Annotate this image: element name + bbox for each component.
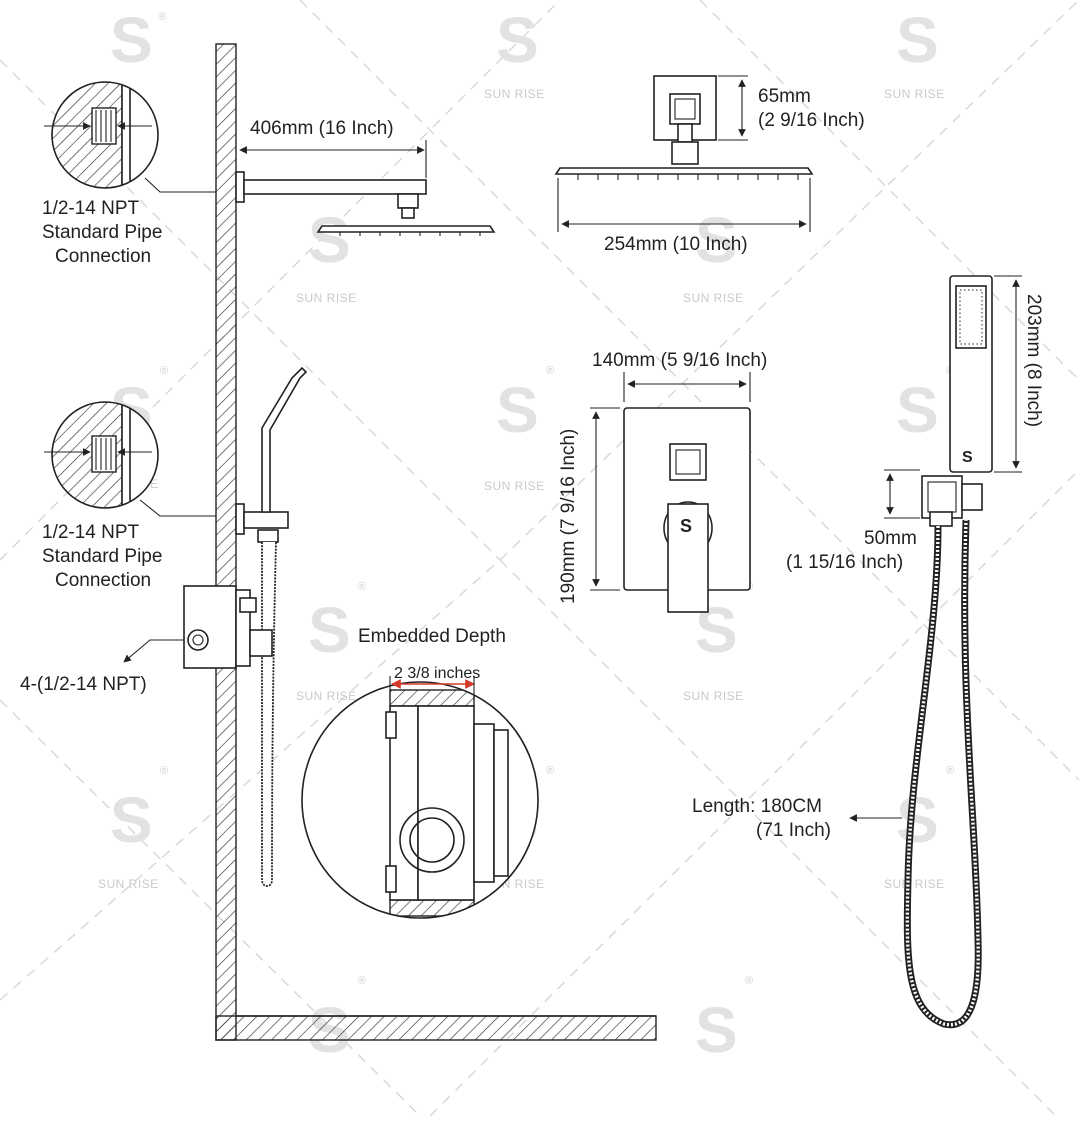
svg-text:SUN RISE: SUN RISE — [296, 689, 357, 703]
svg-text:SUN RISE: SUN RISE — [884, 87, 945, 101]
svg-text:SUN RISE: SUN RISE — [98, 877, 159, 891]
pipe-label-top-2: Standard Pipe — [42, 222, 162, 243]
hose-length-label-1: Length: 180CM — [692, 796, 822, 817]
valve-outlets-label: 4-(1/2-14 NPT) — [20, 674, 147, 695]
wall-handheld-and-valve: 4-(1/2-14 NPT) — [20, 366, 308, 887]
trim-plate-detail: 140mm (5 9/16 Inch) S 190mm (7 9/16 Inch… — [558, 350, 767, 613]
pipe-detail-top: 1/2-14 NPT Standard Pipe Connection — [42, 81, 216, 267]
head-width-label: 254mm (10 Inch) — [604, 234, 748, 255]
svg-text:S: S — [496, 4, 539, 76]
svg-text:®: ® — [358, 975, 366, 987]
svg-text:SUN RISE: SUN RISE — [484, 87, 545, 101]
embedded-depth-value: 2 3/8 inches — [394, 665, 480, 682]
embedded-depth-detail: Embedded Depth 2 3/8 inches — [301, 626, 539, 919]
wall — [215, 43, 657, 1041]
pipe-label-top-3: Connection — [55, 246, 151, 267]
svg-text:SUN RISE: SUN RISE — [296, 291, 357, 305]
holder-height-label-2: (1 15/16 Inch) — [786, 552, 903, 573]
svg-text:®: ® — [358, 581, 366, 593]
arm-length-label: 406mm (16 Inch) — [250, 118, 394, 139]
svg-text:SUN RISE: SUN RISE — [884, 877, 945, 891]
trim-height-label: 190mm (7 9/16 Inch) — [558, 429, 579, 604]
svg-text:®: ® — [158, 11, 166, 23]
hose-length-label-2: (71 Inch) — [756, 820, 831, 841]
svg-text:®: ® — [546, 365, 554, 377]
pipe-label-mid-3: Connection — [55, 570, 151, 591]
svg-text:SUN RISE: SUN RISE — [683, 291, 744, 305]
embedded-depth-title: Embedded Depth — [358, 626, 506, 647]
svg-text:®: ® — [946, 765, 954, 777]
svg-text:SUN RISE: SUN RISE — [683, 689, 744, 703]
trim-logo: S — [680, 516, 692, 536]
watermark-logos: S ® S SUN RISE S SUN RISE S SUN RISE S S… — [98, 4, 954, 1066]
pipe-label-mid-1: 1/2-14 NPT — [42, 522, 140, 543]
svg-text:®: ® — [745, 975, 753, 987]
svg-text:®: ® — [546, 765, 554, 777]
svg-text:S: S — [896, 4, 939, 76]
pipe-detail-mid: 1/2-14 NPT Standard Pipe Connection — [42, 401, 216, 591]
svg-text:S: S — [896, 374, 939, 446]
shower-arm-assembly: 406mm (16 Inch) — [235, 118, 496, 236]
pipe-label-top-1: 1/2-14 NPT — [42, 198, 140, 219]
head-height-label-2: (2 9/16 Inch) — [758, 110, 865, 131]
svg-text:®: ® — [160, 765, 168, 777]
handheld-length-label: 203mm (8 Inch) — [1023, 294, 1044, 427]
svg-text:S: S — [695, 994, 738, 1066]
trim-width-label: 140mm (5 9/16 Inch) — [592, 350, 767, 371]
svg-text:S: S — [496, 374, 539, 446]
svg-text:S: S — [110, 784, 153, 856]
handheld-logo: S — [962, 449, 973, 466]
svg-text:S: S — [308, 594, 351, 666]
holder-height-label-1: 50mm — [864, 528, 917, 549]
pipe-label-mid-2: Standard Pipe — [42, 546, 162, 567]
rain-head-detail: 65mm (2 9/16 Inch) 254mm (10 Inch) — [554, 75, 865, 255]
head-height-label-1: 65mm — [758, 86, 811, 107]
svg-text:SUN RISE: SUN RISE — [484, 479, 545, 493]
handheld-detail: S 203mm (8 Inch) 50mm (1 15/16 Inch) Len… — [692, 275, 1044, 1029]
watermark-letter: S — [110, 4, 153, 76]
svg-text:S: S — [308, 204, 351, 276]
svg-text:S: S — [695, 204, 738, 276]
svg-text:S: S — [896, 784, 939, 856]
svg-text:®: ® — [160, 365, 168, 377]
